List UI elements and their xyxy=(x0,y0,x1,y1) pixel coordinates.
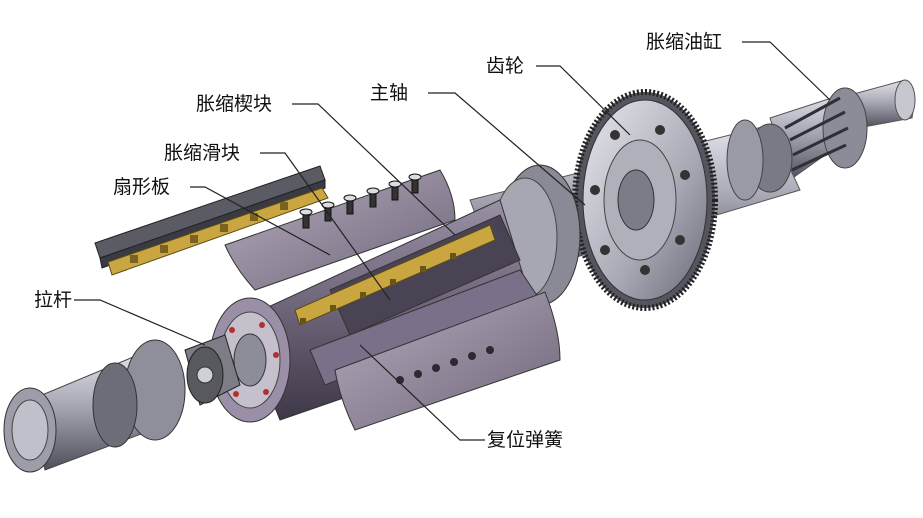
leader-expansion-wedge xyxy=(292,103,456,236)
label-expansion-wedge: 胀缩楔块 xyxy=(196,93,273,115)
label-expansion-slider: 胀缩滑块 xyxy=(164,142,241,164)
end-cap-assembly xyxy=(3,339,186,473)
leader-expansion-slider xyxy=(260,152,391,301)
leader-hydraulic-cylinder xyxy=(742,41,831,101)
label-pull-rod: 拉杆 xyxy=(34,289,73,311)
leader-pull-rod xyxy=(74,299,206,346)
label-hydraulic-cylinder: 胀缩油缸 xyxy=(646,31,723,53)
sector-plate-shell-lower xyxy=(334,291,561,431)
leader-main-shaft xyxy=(428,92,586,206)
label-return-spring: 复位弹簧 xyxy=(487,429,564,451)
leader-lines xyxy=(74,41,831,441)
gear xyxy=(572,89,718,311)
leader-return-spring xyxy=(359,344,485,441)
leader-gear xyxy=(536,65,631,136)
sector-plate xyxy=(107,187,329,276)
label-main-shaft: 主轴 xyxy=(370,82,409,104)
shell-holes xyxy=(396,346,494,384)
pull-rod-end xyxy=(184,334,241,406)
leader-sector-plate xyxy=(190,186,331,256)
label-gear: 齿轮 xyxy=(486,55,525,77)
hydraulic-cylinder xyxy=(769,79,916,181)
label-sector-plate: 扇形板 xyxy=(113,176,171,198)
